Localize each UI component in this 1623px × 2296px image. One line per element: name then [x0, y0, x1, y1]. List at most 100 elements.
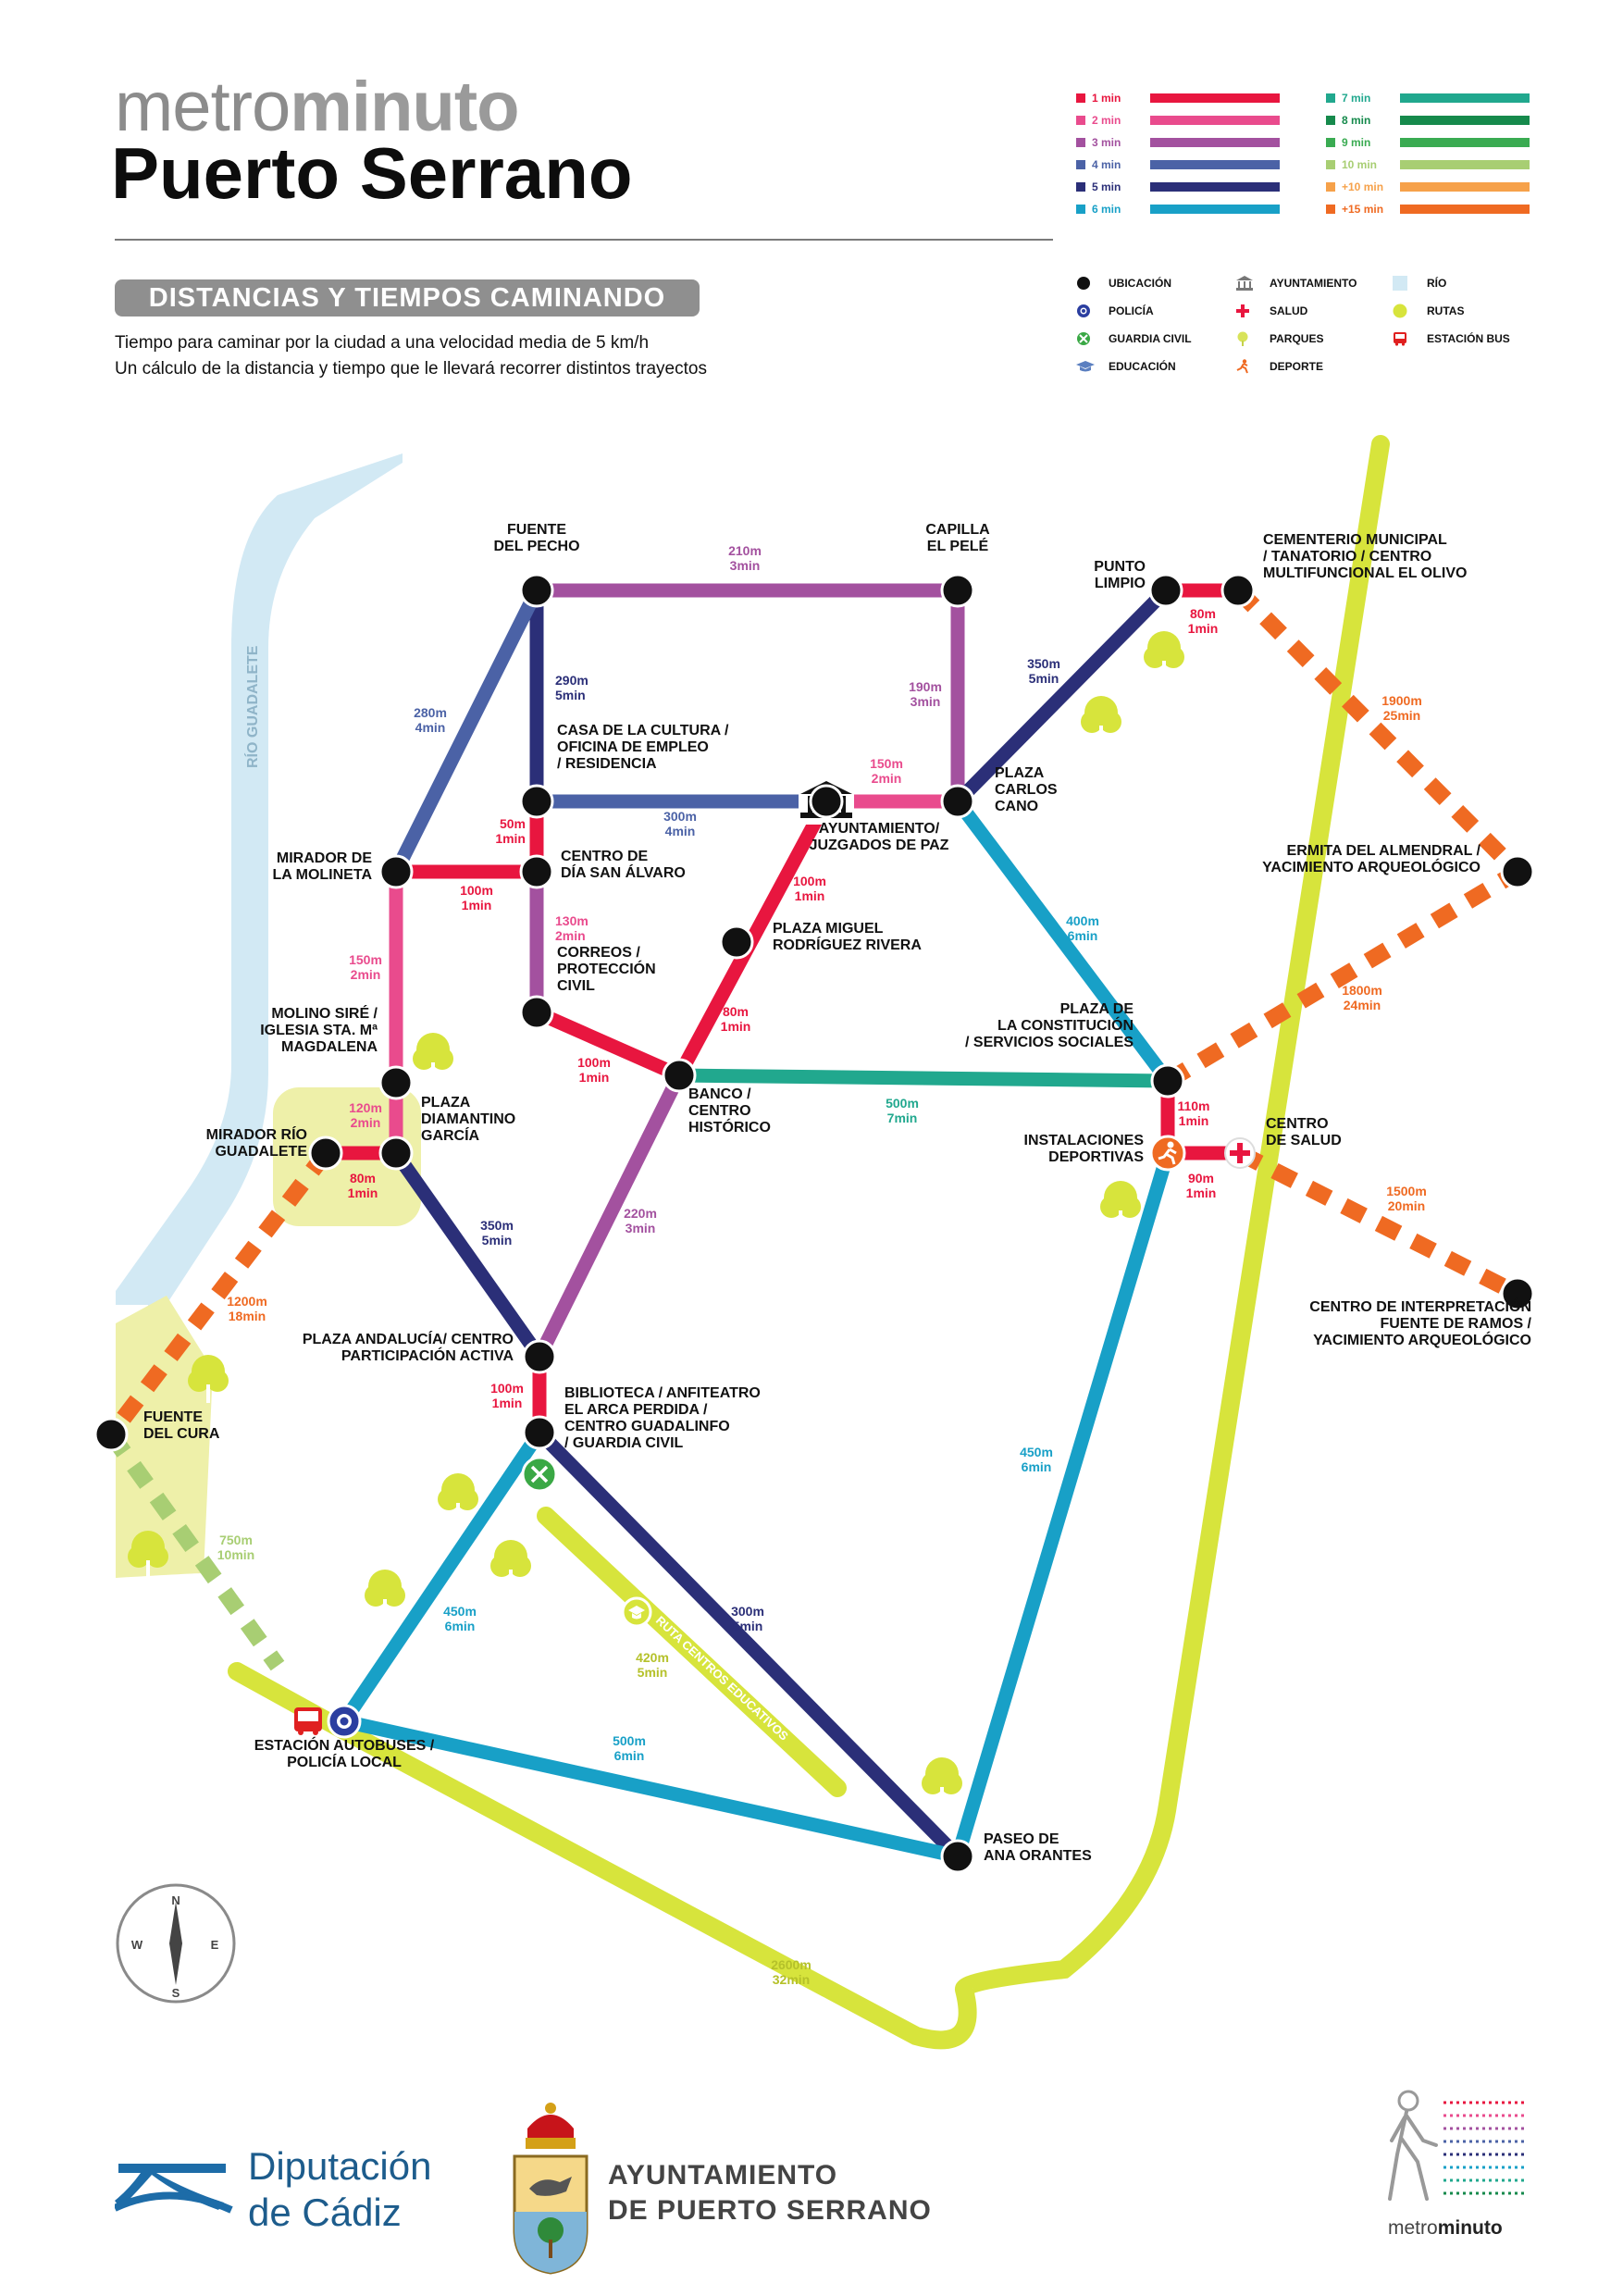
segment-distance: 150m [870, 756, 903, 771]
segment-distance: 80m [1190, 606, 1216, 621]
legend-label: +15 min [1342, 203, 1384, 216]
guardia-civil-icon [1077, 332, 1090, 345]
diputacion-logo-icon [115, 2164, 233, 2214]
station-dot[interactable] [522, 1415, 557, 1450]
compass-letter: E [211, 1938, 219, 1952]
police-icon [327, 1704, 362, 1739]
station-label: CEMENTERIO MUNICIPAL [1263, 532, 1447, 548]
station-dot[interactable] [93, 1417, 129, 1452]
station-dot[interactable] [519, 995, 554, 1030]
station-dot[interactable] [1500, 854, 1535, 889]
segment-distance: 150m [349, 952, 382, 967]
park-tree-icon [438, 1473, 478, 1521]
segment-distance: 280m [414, 705, 447, 720]
station-dot[interactable] [1220, 573, 1256, 608]
legend-label: 4 min [1092, 158, 1121, 171]
segment-time: 20min [1388, 1198, 1425, 1213]
station-dot[interactable] [378, 854, 414, 889]
segment-distance: 1200m [227, 1294, 267, 1309]
station-label: HISTÓRICO [688, 1118, 771, 1136]
station-dot[interactable] [719, 925, 754, 960]
legend-label: AYUNTAMIENTO [1270, 277, 1357, 290]
time-legend-item: 3 min [1076, 136, 1280, 149]
station-dot[interactable] [1148, 573, 1183, 608]
segment-distance: 750m [219, 1533, 253, 1547]
park-tree-icon [128, 1531, 168, 1579]
legend-label: 5 min [1092, 180, 1121, 193]
station-label: CARLOS [995, 782, 1058, 798]
park-tree-icon [1100, 1181, 1141, 1229]
segment-time: 25min [1383, 708, 1420, 723]
metrominuto-footer-logo: metrominuto [1388, 2217, 1503, 2240]
segment-time: 1min [495, 831, 526, 846]
river-guadalete [116, 453, 403, 1333]
legend-label: SALUD [1270, 304, 1308, 317]
station-dot[interactable] [308, 1136, 343, 1171]
station-label: / TANATORIO / CENTRO [1263, 549, 1431, 565]
metrominuto-light: metro [1388, 2217, 1438, 2239]
station-dot[interactable] [522, 1339, 557, 1374]
health-cross-icon [1224, 1137, 1256, 1169]
segment-time: 4min [415, 720, 446, 735]
station-dot[interactable] [940, 573, 975, 608]
segment-time: 6min [1022, 1459, 1052, 1474]
segment-time: 6min [1068, 928, 1098, 943]
legend-swatch [1076, 138, 1280, 147]
station-label: ESTACIÓN AUTOBUSES / [254, 1736, 435, 1754]
station-label: CENTRO GUADALINFO [564, 1419, 730, 1434]
station-dot[interactable] [1500, 1276, 1535, 1311]
segment-time: 1min [795, 888, 825, 903]
segment-time: 3min [626, 1221, 656, 1235]
station-label: / RESIDENCIA [557, 756, 657, 772]
station-label: MOLINO SIRÉ / [271, 1004, 378, 1022]
station-dot[interactable] [1150, 1063, 1185, 1098]
segment-distance: 400m [1066, 913, 1099, 928]
police-icon [1077, 304, 1090, 317]
station-dot[interactable] [378, 1065, 414, 1100]
segment-distance: 100m [577, 1055, 611, 1070]
segment-time: 1min [492, 1396, 523, 1410]
segment-distance: 500m [613, 1733, 646, 1748]
legend-label: 7 min [1342, 92, 1371, 105]
station-label: DIAMANTINO [421, 1111, 515, 1127]
park-tree-icon [188, 1355, 229, 1403]
station-label: CAPILLA [925, 522, 990, 538]
station-label: MAGDALENA [281, 1039, 378, 1055]
description-line-1: Tiempo para caminar por la ciudad a una … [115, 333, 650, 353]
station-label: PLAZA [421, 1095, 471, 1111]
segment-distance: 100m [460, 883, 493, 898]
dashed-route-fuente-estacion [104, 1429, 285, 1671]
river-icon [1393, 276, 1407, 291]
station-label: IGLESIA STA. Mª [260, 1023, 378, 1038]
station-dot[interactable] [519, 573, 554, 608]
station-dot[interactable] [378, 1136, 414, 1171]
legend-swatch [1076, 116, 1280, 125]
time-legend-item: 5 min [1076, 180, 1280, 193]
dashed-route-mirador-fuente [104, 1148, 333, 1440]
station-label: FUENTE DE RAMOS / [1380, 1316, 1531, 1332]
ayuntamiento-line-2: DE PUERTO SERRANO [608, 2194, 932, 2226]
brand-logo: metrominuto [115, 72, 520, 143]
compass-letter: W [131, 1938, 143, 1952]
legend-swatch [1326, 160, 1530, 169]
legend-label: RUTAS [1427, 304, 1465, 317]
station-dot[interactable] [940, 784, 975, 819]
station-label: AYUNTAMIENTO/ [819, 821, 940, 837]
station-dot[interactable] [940, 1839, 975, 1874]
station-label: DE SALUD [1266, 1133, 1342, 1148]
legend-label: 9 min [1342, 136, 1371, 149]
station-label: YACIMIENTO ARQUEOLÓGICO [1313, 1331, 1531, 1348]
station-dot[interactable] [519, 784, 554, 819]
station-label: LIMPIO [1095, 576, 1146, 591]
station-dot[interactable] [662, 1058, 697, 1093]
legend-swatch [1076, 160, 1280, 169]
segment-distance: 100m [490, 1381, 524, 1396]
sport-runner-icon [1236, 359, 1248, 374]
legend-swatch [1076, 93, 1280, 103]
station-dot[interactable] [519, 854, 554, 889]
segment-distance: 300m [731, 1604, 764, 1619]
station-dot[interactable] [809, 784, 844, 819]
segment-time: 18min [229, 1309, 266, 1323]
diputacion-line-1: Diputación [248, 2144, 432, 2188]
